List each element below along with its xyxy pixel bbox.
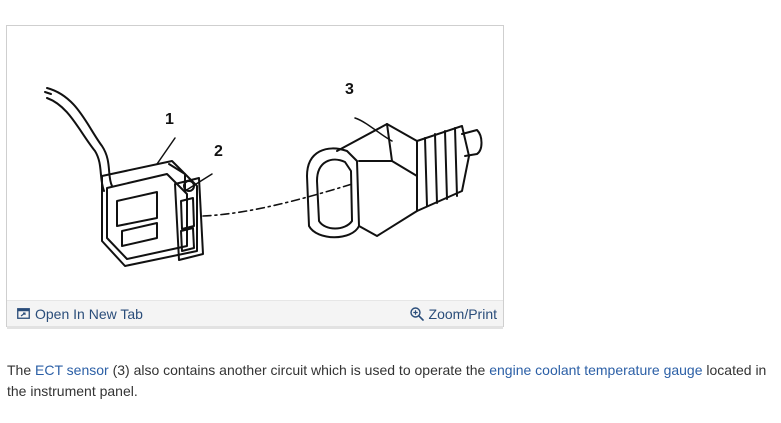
figure-toolbar: Open In New Tab Zoom/Print xyxy=(7,300,503,326)
sensor-connector-illustration: 1 2 3 xyxy=(44,81,483,267)
caption-text-3: located in the instrument panel. xyxy=(7,362,767,399)
zoom-in-icon xyxy=(409,306,424,321)
open-in-new-tab-label: Open In New Tab xyxy=(35,305,143,322)
callout-1: 1 xyxy=(165,111,174,128)
callout-3: 3 xyxy=(345,81,354,98)
callout-2: 2 xyxy=(214,143,223,160)
figure-caption: The ECT sensor (3) also contains another… xyxy=(7,360,777,402)
open-in-new-tab-link[interactable]: Open In New Tab xyxy=(17,306,143,322)
zoom-print-label: Zoom/Print xyxy=(428,305,497,322)
coolant-temp-gauge-link[interactable]: engine coolant temperature gauge xyxy=(489,362,703,378)
open-new-tab-icon xyxy=(17,308,30,319)
figure-frame: 1 2 3 Open In New Tab Zoom/Print xyxy=(6,25,504,329)
zoom-print-link[interactable]: Zoom/Print xyxy=(409,305,497,322)
ect-sensor-link[interactable]: ECT sensor xyxy=(35,362,109,378)
caption-text-2: (3) also contains another circuit which … xyxy=(108,362,490,378)
caption-text-1: The xyxy=(7,362,36,378)
